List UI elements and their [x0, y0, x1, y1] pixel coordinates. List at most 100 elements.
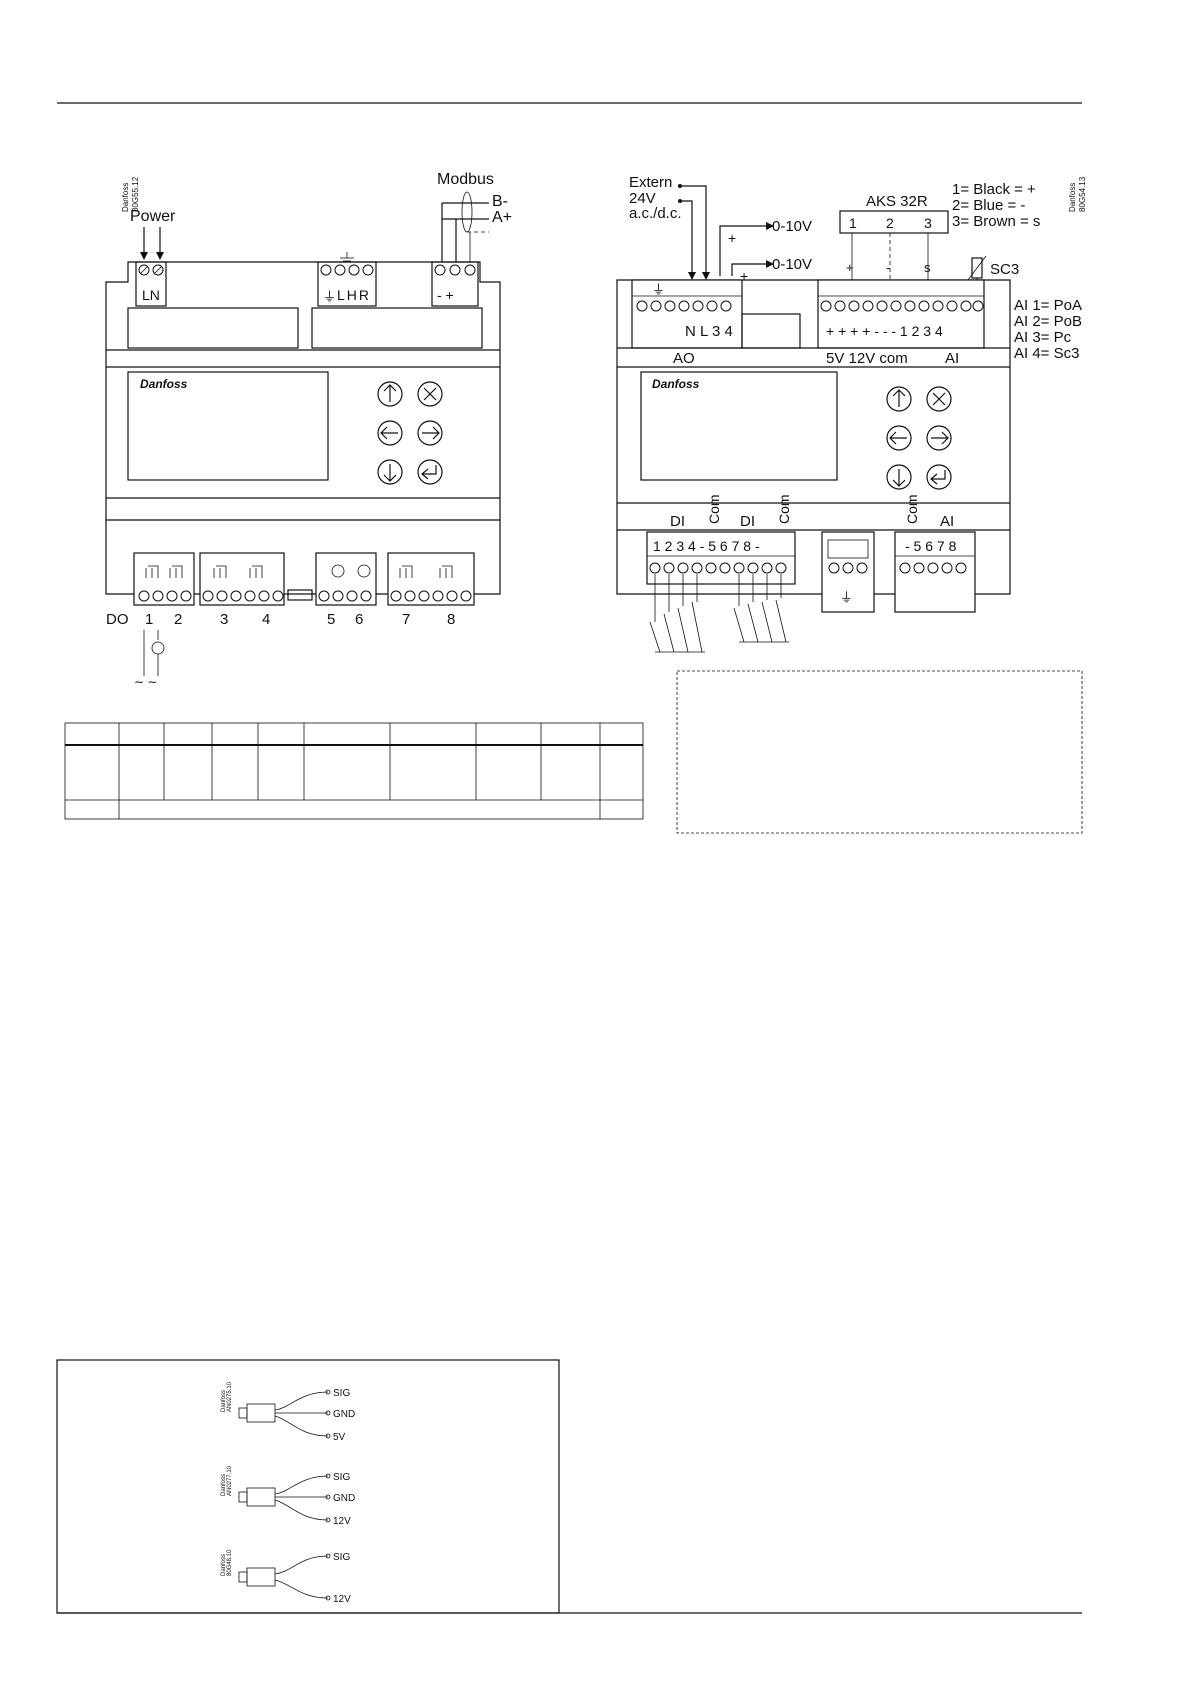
aks-sign-s: s [924, 260, 931, 275]
ai-legend-1: AI 1= PoA [1014, 297, 1082, 314]
right-brand-logo: Danfoss [652, 377, 700, 391]
modbus-shield-icon [461, 191, 473, 233]
ai-legend-3: AI 3= Pc [1014, 329, 1072, 346]
right-controller-diagram: Danfoss 80G54.13 Extern 24V a.c./d.c. 0-… [616, 174, 1087, 834]
aks-sign-minus: - [886, 260, 890, 275]
aks-label: AKS 32R [866, 193, 928, 210]
up-key-icon [377, 381, 403, 407]
ai2-label: AI [940, 513, 954, 530]
enter-key-icon [926, 464, 952, 490]
di-terminal-labels: 1 2 3 4 - 5 6 7 8 - [653, 538, 760, 554]
ground-symbol: ⏚ [323, 289, 336, 304]
sensor-12v: Danfoss AN0277.10 SIG GND 12V [221, 1465, 355, 1527]
com-label-1: Com [706, 494, 722, 524]
ai-terminals [820, 300, 984, 312]
wire-legend-3: 3= Brown = s [952, 213, 1040, 230]
sensor-12v-code-2: AN0277.10 [227, 1465, 233, 1496]
sensor-5v-code-1: Danfoss [221, 1390, 227, 1412]
di-label-1: DI [670, 513, 685, 530]
do-number-2: 2 [174, 611, 182, 628]
do-number-3: 3 [220, 611, 228, 628]
modbus-label: Modbus [437, 171, 494, 188]
extern-type-label: a.c./d.c. [629, 205, 682, 222]
sensor-2wire-code-1: Danfoss [221, 1554, 227, 1576]
com-label-2: Com [776, 494, 792, 524]
wire-legend-2: 2= Blue = - [952, 197, 1025, 214]
power-terminal-labels: LN [142, 287, 160, 303]
modbus-b-label: B- [492, 193, 508, 210]
supply-labels: 5V 12V com [826, 350, 908, 367]
do-number-7: 7 [402, 611, 410, 628]
aks-sensor-box [839, 210, 949, 234]
right-key-icon [417, 420, 443, 446]
ao-terminal-labels: N L 3 4 [685, 323, 733, 340]
di-terminals [649, 562, 787, 574]
do-number-5: 5 [327, 611, 335, 628]
do-number-8: 8 [447, 611, 455, 628]
left-diagram-code-2: 80G55.12 [131, 176, 140, 212]
left-controller-diagram: Danfoss 80G55.12 Power Modbus B- A+ LN ⏚… [64, 171, 644, 820]
aks-pin-2: 2 [886, 215, 894, 231]
left-key-icon [377, 420, 403, 446]
up-key-icon [886, 386, 912, 412]
modbus-a-label: A+ [492, 209, 512, 226]
sensor-wiring-panel: Danfoss AN0275.10 SIG GND 5V Danfoss AN0… [56, 1359, 560, 1614]
left-key-icon [886, 425, 912, 451]
wire-legend-1: 1= Black = + [952, 181, 1036, 198]
aks-pin-3: 3 [924, 215, 932, 231]
center-terminal-labels: LHR [337, 287, 371, 303]
power-arrow-l-icon [140, 252, 148, 260]
sensor-2wire-pin-12v: 12V [333, 1594, 351, 1605]
down-key-icon [886, 464, 912, 490]
do-number-1: 1 [145, 611, 153, 628]
extern-label: Extern [629, 174, 672, 191]
down-key-icon [377, 459, 403, 485]
right-keypad [886, 386, 952, 490]
bottom-ground-symbol: ⏚ [840, 590, 853, 605]
sensor-5v-pin-sig: SIG [333, 1388, 350, 1399]
sensor-12v-pin-12v: 12V [333, 1516, 351, 1527]
cancel-key-icon [926, 386, 952, 412]
right-diagram-code-1: Danfoss [1068, 183, 1077, 212]
ai-connector [817, 279, 985, 349]
note-placeholder-box [676, 670, 1083, 834]
sensor-2wire-body-icon [246, 1567, 276, 1587]
cancel-key-icon [417, 381, 443, 407]
sensor-12v-body-icon [246, 1487, 276, 1507]
left-brand-logo: Danfoss [140, 377, 188, 391]
sc3-label: SC3 [990, 261, 1019, 278]
ao-output-1-label: 0-10V [772, 218, 812, 235]
load-icon [151, 641, 165, 655]
com-label-3: Com [904, 494, 920, 524]
empty-io-table [64, 722, 644, 820]
sensor-2wire-code-2: 80G48.10 [227, 1549, 233, 1576]
sensor-5v-pin-gnd: GND [333, 1409, 355, 1420]
di-label-2: DI [740, 513, 755, 530]
ao-ground-symbol: ⏚ [652, 282, 665, 297]
left-diagram-code-1: Danfoss [121, 183, 130, 212]
ao-plus-2: + [740, 268, 748, 284]
do-number-4: 4 [262, 611, 270, 628]
do-label: DO [106, 611, 129, 628]
ao-output-2-label: 0-10V [772, 256, 812, 273]
aks-pin-1: 1 [849, 215, 857, 231]
right-key-icon [926, 425, 952, 451]
sensor-2wire: Danfoss 80G48.10 SIG 12V [221, 1549, 351, 1605]
ai-label: AI [945, 350, 959, 367]
ai-terminal-labels: + + + + - - - 1 2 3 4 [826, 323, 943, 339]
ao-plus-1: + [728, 230, 736, 246]
power-label: Power [130, 208, 176, 225]
sensor-5v-pin-5v: 5V [333, 1432, 346, 1443]
sensor-12v-pin-gnd: GND [333, 1493, 355, 1504]
sensor-5v-body-icon [246, 1403, 276, 1423]
ao-label: AO [673, 350, 695, 367]
right-display [640, 371, 838, 481]
sensor-12v-code-1: Danfoss [221, 1474, 227, 1496]
sensor-12v-pin-sig: SIG [333, 1472, 350, 1483]
power-arrow-n-icon [156, 252, 164, 260]
ai2-terminal-labels: - 5 6 7 8 [905, 538, 957, 554]
sensor-5v: Danfoss AN0275.10 SIG GND 5V [221, 1381, 355, 1443]
left-display [127, 371, 329, 481]
ao-connector [631, 279, 743, 349]
